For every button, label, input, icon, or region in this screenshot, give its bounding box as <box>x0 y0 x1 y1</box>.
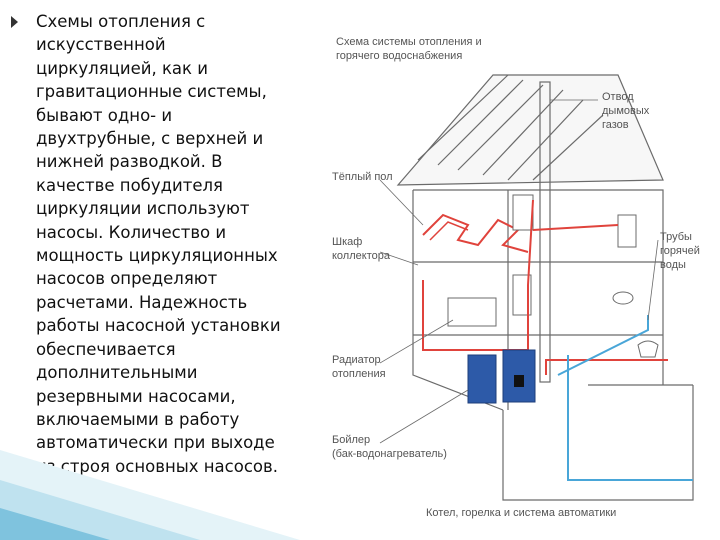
warm-floor-loop <box>423 215 528 252</box>
heating-scheme-diagram: Схема системы отопления и горячего водос… <box>318 30 718 530</box>
toilet <box>638 341 658 357</box>
label-radiator-1: Радиатор <box>332 354 381 366</box>
label-hot-pipes-1: Трубы <box>660 231 692 243</box>
radiators <box>448 195 636 326</box>
diagram-title-1: Схема системы отопления и <box>336 36 482 48</box>
diagram-title-2: горячего водоснабжения <box>336 50 462 62</box>
label-chimney-2: дымовых <box>602 105 650 117</box>
cold-pipes <box>558 315 693 480</box>
label-boiler-1: Бойлер <box>332 434 370 446</box>
radiator-ground <box>448 298 496 326</box>
label-manifold-2: коллектора <box>332 250 391 262</box>
boiler-burner <box>514 375 524 387</box>
bullet-arrow-icon <box>11 16 18 28</box>
radiator-upper <box>513 195 533 230</box>
label-manifold-1: Шкаф <box>332 236 362 248</box>
label-chimney-3: газов <box>602 119 629 131</box>
sink <box>613 292 633 304</box>
corner-decoration <box>0 450 300 540</box>
label-chimney-1: Отвод <box>602 91 634 103</box>
label-hot-pipes-2: горячей <box>660 245 700 257</box>
label-warm-floor: Тёплый пол <box>332 171 393 183</box>
label-bottom: Котел, горелка и система автоматики <box>426 507 616 519</box>
label-hot-pipes-3: воды <box>660 259 686 271</box>
warm-floor-loop-inner <box>430 222 468 240</box>
label-boiler-2: (бак-водонагреватель) <box>332 448 447 460</box>
slide-body-text: Схемы отопления с искусственной циркуляц… <box>36 10 321 478</box>
boiler-tank <box>468 355 496 403</box>
radiator-right <box>618 215 636 247</box>
label-radiator-2: отопления <box>332 368 386 380</box>
